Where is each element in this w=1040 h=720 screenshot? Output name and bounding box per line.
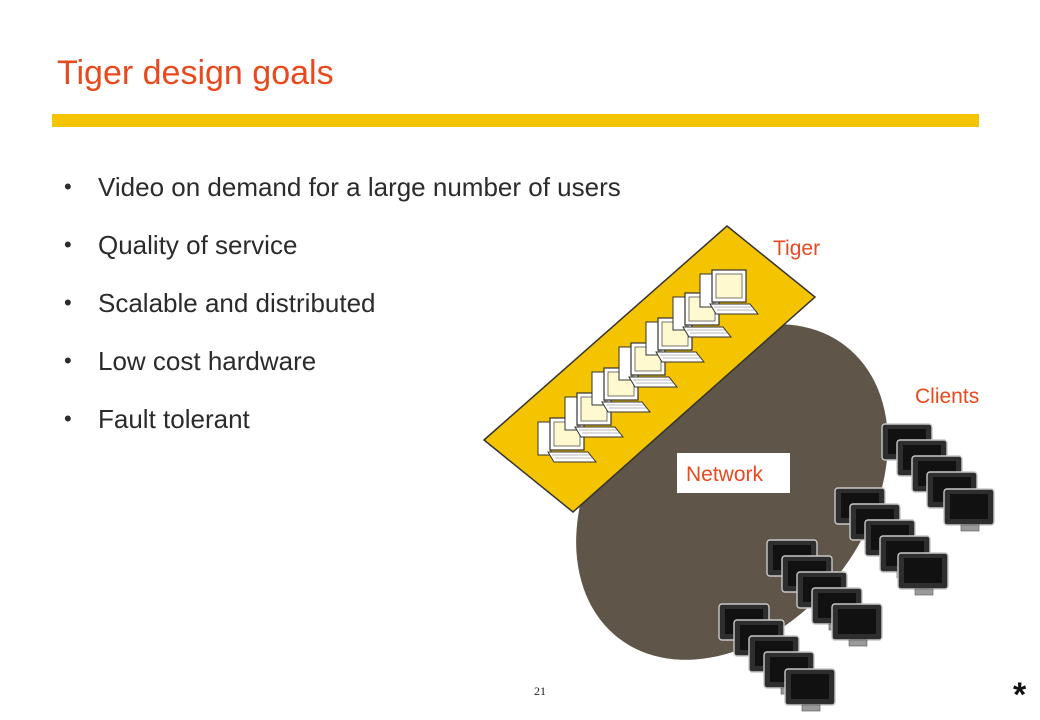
bullet-text: Video on demand for a large number of us… xyxy=(98,171,621,202)
monitor-icon xyxy=(831,603,883,647)
bullet-text: Low cost hardware xyxy=(98,345,317,376)
bullet-dot-icon: • xyxy=(64,348,72,373)
bullet-item: • Quality of service xyxy=(64,216,621,274)
tiger-label: Tiger xyxy=(773,237,820,260)
network-label: Network xyxy=(686,463,764,486)
bullet-text: Scalable and distributed xyxy=(98,287,376,318)
monitor-icon xyxy=(897,552,949,596)
clients-label: Clients xyxy=(915,385,979,408)
bullet-dot-icon: • xyxy=(64,290,72,315)
bullet-item: • Low cost hardware xyxy=(64,332,621,390)
bullet-item: • Scalable and distributed xyxy=(64,274,621,332)
corner-star-mark: * xyxy=(1013,676,1027,714)
slide-title: Tiger design goals xyxy=(57,54,334,92)
monitor-icon xyxy=(784,668,836,712)
bullet-dot-icon: • xyxy=(64,406,72,431)
title-underline-bar xyxy=(52,114,979,127)
bullet-dot-icon: • xyxy=(64,232,72,257)
network-label-box xyxy=(677,453,790,493)
bullet-item: • Video on demand for a large number of u… xyxy=(64,158,621,216)
bullet-dot-icon: • xyxy=(64,174,72,199)
bullet-text: Quality of service xyxy=(98,229,298,260)
bullet-text: Fault tolerant xyxy=(98,403,250,434)
bullet-item: • Fault tolerant xyxy=(64,390,621,448)
page-number: 21 xyxy=(534,684,546,698)
bullet-list: • Video on demand for a large number of u… xyxy=(64,158,621,448)
monitor-icon xyxy=(943,488,995,532)
